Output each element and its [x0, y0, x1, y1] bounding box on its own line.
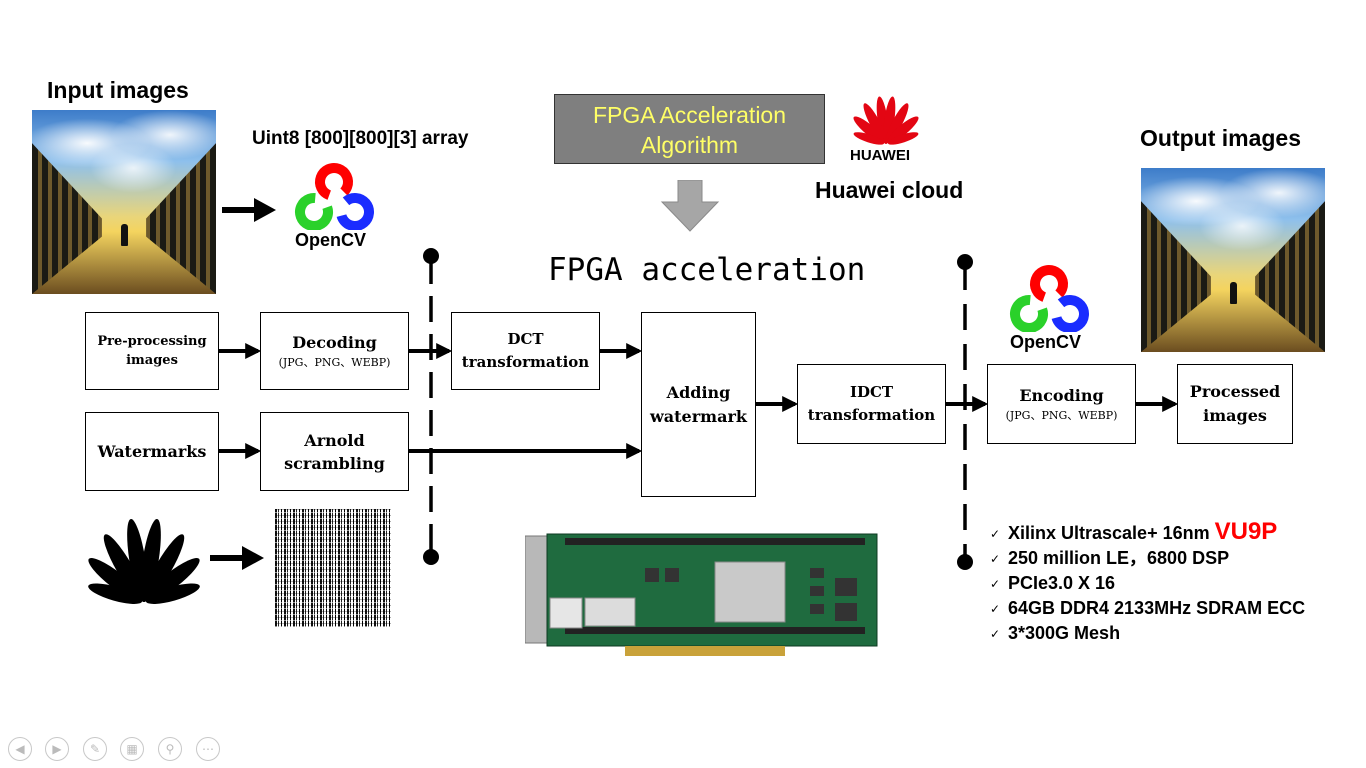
opencv-label-2: OpenCV: [1010, 332, 1082, 352]
arrow-right-icon: [222, 198, 276, 222]
spec-item-5: ✓ 3*300G Mesh: [990, 621, 1305, 646]
check-icon: ✓: [990, 602, 1001, 616]
array-label: Uint8 [800][800][3] array: [252, 128, 469, 149]
left-boundary-line: [423, 248, 439, 565]
slides-grid-icon[interactable]: ▦: [120, 737, 144, 761]
huawei-logo-icon: HUAWEI: [846, 92, 926, 170]
preprocessing-line2: images: [126, 353, 178, 368]
spec-item-5-text: 3*300G Mesh: [1008, 623, 1121, 643]
idct-line1: IDCT: [849, 383, 894, 401]
output-images-label: Output images: [1140, 125, 1302, 151]
pen-icon[interactable]: ✎: [83, 737, 107, 761]
fpga-algorithm-line2: Algorithm: [640, 132, 739, 158]
right-boundary-line: [957, 254, 973, 570]
opencv-logo-icon-2: OpenCV: [1005, 262, 1095, 357]
huawei-logo-black-icon: [84, 512, 204, 604]
processed-line2: images: [1203, 406, 1267, 425]
spec-highlight: VU9P: [1214, 518, 1278, 545]
fpga-acceleration-title: FPGA acceleration: [548, 252, 866, 288]
down-arrow-icon: [660, 180, 720, 232]
spec-item-1: ✓ Xilinx Ultrascale+ 16nm VU9P: [990, 520, 1305, 546]
check-icon: ✓: [990, 527, 1001, 541]
huawei-logo-text: HUAWEI: [850, 147, 910, 164]
spec-item-4-text: 64GB DDR4 2133MHz SDRAM ECC: [1008, 598, 1306, 618]
huawei-cloud-label: Huawei cloud: [815, 177, 964, 203]
adding-line2: watermark: [650, 406, 747, 426]
encoding-box: Encoding (JPG、PNG、WEBP): [987, 364, 1136, 444]
fpga-algorithm-line1: FPGA Acceleration: [592, 102, 787, 128]
arnold-box: Arnold scrambling: [260, 412, 409, 491]
check-icon: ✓: [990, 627, 1001, 641]
decoding-box: Decoding (JPG、PNG、WEBP): [260, 312, 409, 390]
dct-line2: transformation: [461, 353, 590, 371]
arnold-line1: Arnold: [304, 430, 365, 450]
watermarks-box: Watermarks: [85, 412, 219, 491]
adding-watermark-box: Adding watermark: [641, 312, 756, 497]
decoding-label: Decoding: [292, 332, 377, 352]
processed-line1: Processed: [1189, 382, 1281, 401]
adding-line1: Adding: [666, 382, 731, 402]
preprocessing-box: Pre-processing images: [85, 312, 219, 390]
fpga-algorithm-box: FPGA Acceleration Algorithm: [554, 94, 825, 164]
spec-item-3-text: PCIe3.0 X 16: [1008, 573, 1116, 593]
encoding-label: Encoding: [1019, 385, 1104, 405]
opencv-label: OpenCV: [295, 230, 367, 250]
check-icon: ✓: [990, 577, 1001, 591]
processed-images-box: Processed images: [1177, 364, 1293, 444]
dct-line1: DCT: [507, 330, 544, 348]
idct-line2: transformation: [807, 406, 936, 424]
watermarks-label: Watermarks: [97, 442, 207, 461]
more-options-icon[interactable]: ⋯: [196, 737, 220, 761]
spec-item-1-text: Xilinx Ultrascale+ 16nm: [1008, 523, 1215, 543]
arnold-line2: scrambling: [284, 453, 385, 473]
preprocessing-line1: Pre-processing: [97, 334, 207, 349]
spec-item-4: ✓ 64GB DDR4 2133MHz SDRAM ECC: [990, 596, 1305, 621]
input-images-label: Input images: [47, 77, 189, 103]
next-slide-icon[interactable]: ▶: [45, 737, 69, 761]
spec-item-2-text: 250 million LE，6800 DSP: [1008, 548, 1230, 568]
scrambled-watermark-image: [275, 509, 391, 627]
opencv-logo-icon: OpenCV: [290, 160, 380, 255]
spec-item-3: ✓ PCIe3.0 X 16: [990, 571, 1305, 596]
fpga-board-image: [524, 528, 885, 658]
spec-list: ✓ Xilinx Ultrascale+ 16nm VU9P ✓ 250 milli…: [990, 520, 1305, 646]
decoding-formats: (JPG、PNG、WEBP): [278, 355, 391, 369]
arrow-right-icon-2: [210, 546, 264, 570]
input-image: [32, 110, 216, 294]
previous-slide-icon[interactable]: ◀: [8, 737, 32, 761]
spec-item-2: ✓ 250 million LE，6800 DSP: [990, 546, 1305, 571]
encoding-formats: (JPG、PNG、WEBP): [1005, 408, 1118, 422]
zoom-icon[interactable]: ⚲: [158, 737, 182, 761]
check-icon: ✓: [990, 552, 1001, 566]
idct-box: IDCT transformation: [797, 364, 946, 444]
output-image: [1141, 168, 1325, 352]
